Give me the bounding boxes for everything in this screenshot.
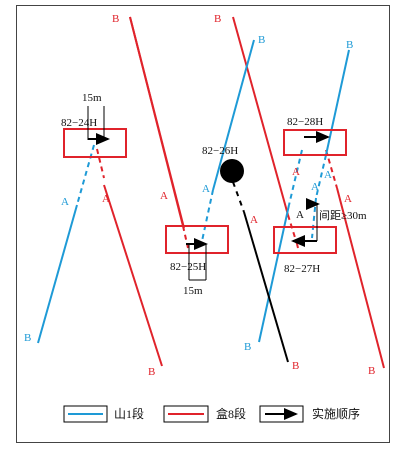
shan1-line-1-dash [76, 144, 95, 206]
shan1-line-3-dash [315, 154, 327, 199]
spacing-label: 间距≥30m [319, 209, 367, 222]
legend: 山1段 盒8段 实施顺序 [63, 405, 360, 423]
label-b-red-2: B [214, 13, 221, 25]
label-b-blue-4: B [244, 341, 251, 353]
legend-box-order [259, 405, 304, 423]
label-b-blue-2: B [346, 39, 353, 51]
legend-box-he8 [163, 405, 209, 423]
he8-lines [0, 0, 385, 369]
well-labels: 82−24H 82−25H 82−26H 82−27H 82−28H [61, 116, 323, 275]
he8-line-2-top [129, 16, 184, 227]
he8-line-2-upper [96, 148, 105, 179]
dimension-labels: 15m 15m 间距≥30m [82, 92, 367, 297]
shan1-line-1-solid [37, 204, 78, 344]
point-labels: B B B B A A A A A A A A A A B B B B B [24, 13, 375, 378]
shan1-line-4-dash [288, 149, 303, 206]
label-b-red-4: B [292, 360, 299, 372]
well-28-label: 82−28H [287, 116, 323, 128]
label-b-blue-1: B [258, 34, 265, 46]
he8-line-left-a [0, 0, 72, 17]
label-b-red-3: B [148, 366, 155, 378]
he8-line-2-lower [103, 184, 163, 367]
well-27-box [273, 226, 337, 254]
label-b-red-1: B [112, 13, 119, 25]
label-a-red-1: A [102, 193, 110, 205]
well-25-box [165, 225, 229, 254]
diagram-frame [16, 5, 390, 443]
legend-label-order: 实施顺序 [312, 406, 360, 421]
dim-24-label: 15m [82, 92, 102, 104]
label-a-red-2: A [160, 190, 168, 202]
well-26-trajectory [220, 159, 289, 363]
well-28-box [283, 129, 347, 156]
label-b-red-5: B [368, 365, 375, 377]
well-boxes [63, 128, 347, 254]
label-a-red-3: A [250, 214, 258, 226]
shan1-line-2-top [212, 39, 255, 191]
label-a-red-5: A [344, 193, 352, 205]
order-arrows [87, 106, 330, 281]
well-25-label: 82−25H [170, 261, 206, 273]
he8-line-4-dash [325, 149, 338, 189]
well-24-box [63, 128, 127, 158]
well-24-label: 82−24H [61, 117, 97, 129]
legend-label-shan1: 山1段 [114, 406, 144, 421]
he8-line-3-top [232, 16, 289, 216]
well-26-marker [220, 159, 244, 183]
shan1-line-3-lower [311, 197, 317, 239]
he8-line-3-low [296, 243, 299, 249]
shan1-lines [37, 39, 350, 344]
well-26-label: 82−26H [202, 145, 238, 157]
label-a-black: A [296, 209, 304, 221]
label-a-blue-4: A [324, 169, 332, 181]
label-a-blue-3: A [311, 181, 319, 193]
shan1-line-2-dash [201, 189, 214, 242]
legend-box-shan1 [63, 405, 108, 423]
label-a-blue-1: A [61, 196, 69, 208]
well-27-label: 82−27H [284, 263, 320, 275]
legend-label-he8: 盒8段 [216, 406, 246, 421]
label-a-blue-2: A [202, 183, 210, 195]
he8-line-4-low [336, 187, 385, 369]
label-b-blue-3: B [24, 332, 31, 344]
dim-25-label: 15m [183, 285, 203, 297]
label-a-red-4: A [292, 166, 300, 178]
